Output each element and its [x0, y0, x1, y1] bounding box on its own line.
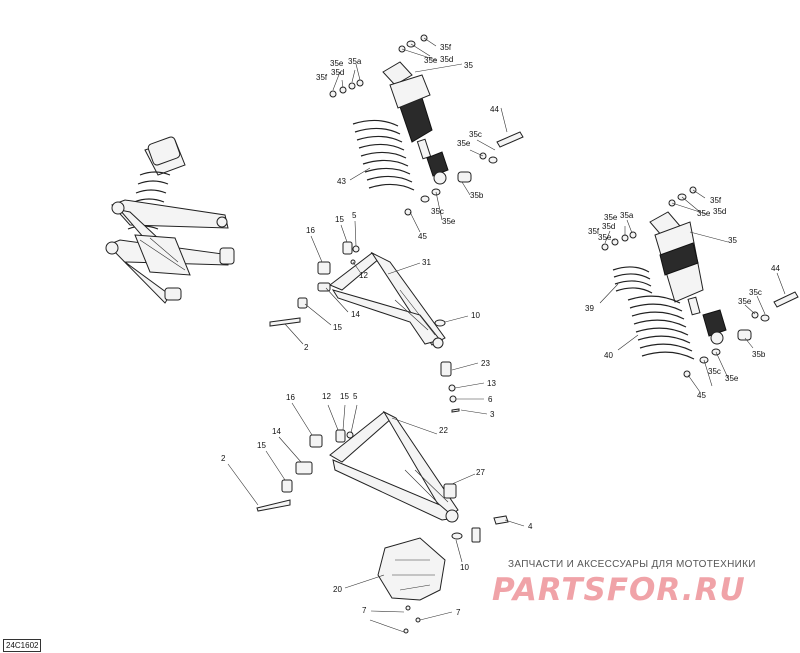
callout-label: 35e	[457, 139, 471, 148]
callout-label: 5	[353, 392, 358, 401]
callout-label: 14	[272, 427, 281, 436]
callout-label: 35e	[598, 233, 612, 242]
callout-label: 35e	[604, 213, 618, 222]
callout-label: 35a	[620, 211, 634, 220]
callout-label: 31	[422, 258, 431, 267]
callout-label: 40	[604, 351, 613, 360]
callout-label: 35f	[316, 73, 328, 82]
diagram-code: 24C1602	[3, 639, 42, 652]
callout-label: 14	[351, 310, 360, 319]
callout-label: 43	[337, 177, 346, 186]
callout-label: 35e	[330, 59, 344, 68]
callout-label: 10	[460, 563, 469, 572]
callout-label: 15	[333, 323, 342, 332]
callout-label: 45	[697, 391, 706, 400]
callout-label: 15	[340, 392, 349, 401]
callout-label: 35d	[331, 68, 344, 77]
callouts-upper-arm: 15 5 16 12 31 14 15 2 10 23 13 6 3	[304, 211, 496, 419]
callout-label: 35b	[470, 191, 484, 200]
callouts-lower-arm: 16 12 15 5 14 15 2 22 27 4 10 20 7 7	[221, 392, 533, 617]
callout-label: 35d	[440, 55, 453, 64]
callout-label: 12	[322, 392, 331, 401]
callout-label: 2	[221, 454, 226, 463]
callout-label: 15	[257, 441, 266, 450]
right-shock-absorber	[599, 186, 799, 393]
callout-label: 22	[439, 426, 448, 435]
callout-label: 35e	[442, 217, 456, 226]
callout-label: 7	[456, 608, 461, 617]
callout-label: 12	[359, 271, 368, 280]
callout-label: 5	[352, 211, 357, 220]
callout-label: 10	[471, 311, 480, 320]
callout-label: 3	[490, 410, 495, 419]
callout-label: 44	[771, 264, 780, 273]
callout-label: 35d	[713, 207, 726, 216]
callout-label: 13	[487, 379, 496, 388]
callouts-top-shock: 35f 35e 35a 35d 35f 35e 35d 35 44 35c 35…	[316, 43, 499, 241]
callout-label: 35e	[697, 209, 711, 218]
callout-label: 20	[333, 585, 342, 594]
callout-label: 27	[476, 468, 485, 477]
callouts-right-shock: 35f 35e 35d 35e 35a 35d 35f 35e 35 44 39…	[585, 196, 780, 400]
callout-label: 4	[528, 522, 533, 531]
callout-label: 7	[362, 606, 367, 615]
callout-label: 15	[335, 215, 344, 224]
callout-label: 35e	[424, 56, 438, 65]
callout-label: 16	[306, 226, 315, 235]
callout-label: 23	[481, 359, 490, 368]
callout-label: 35f	[440, 43, 452, 52]
callout-label: 35f	[588, 227, 600, 236]
callout-label: 35f	[710, 196, 722, 205]
callout-label: 35e	[725, 374, 739, 383]
callout-label: 44	[490, 105, 499, 114]
callout-label: 39	[585, 304, 594, 313]
callout-label: 35c	[431, 207, 444, 216]
callout-label: 35	[728, 236, 737, 245]
callout-label: 35b	[752, 350, 766, 359]
callout-label: 35d	[602, 222, 615, 231]
callout-label: 35c	[708, 367, 721, 376]
top-shock-absorber	[329, 34, 524, 233]
callout-label: 45	[418, 232, 427, 241]
callout-label: 6	[488, 395, 493, 404]
lower-a-arm	[227, 402, 525, 634]
callout-label: 35e	[738, 297, 752, 306]
upper-a-arm	[269, 220, 488, 415]
watermark-logo: PARTSFOR.RU	[492, 572, 746, 608]
assembled-suspension-illustration	[105, 136, 235, 304]
callout-label: 35a	[348, 57, 362, 66]
callout-label: 16	[286, 393, 295, 402]
callout-label: 35c	[469, 130, 482, 139]
callout-label: 35c	[749, 288, 762, 297]
callout-label: 2	[304, 343, 309, 352]
watermark-text: ЗАПЧАСТИ И АКСЕССУАРЫ ДЛЯ МОТОТЕХНИКИ	[508, 559, 756, 570]
callout-label: 35	[464, 61, 473, 70]
